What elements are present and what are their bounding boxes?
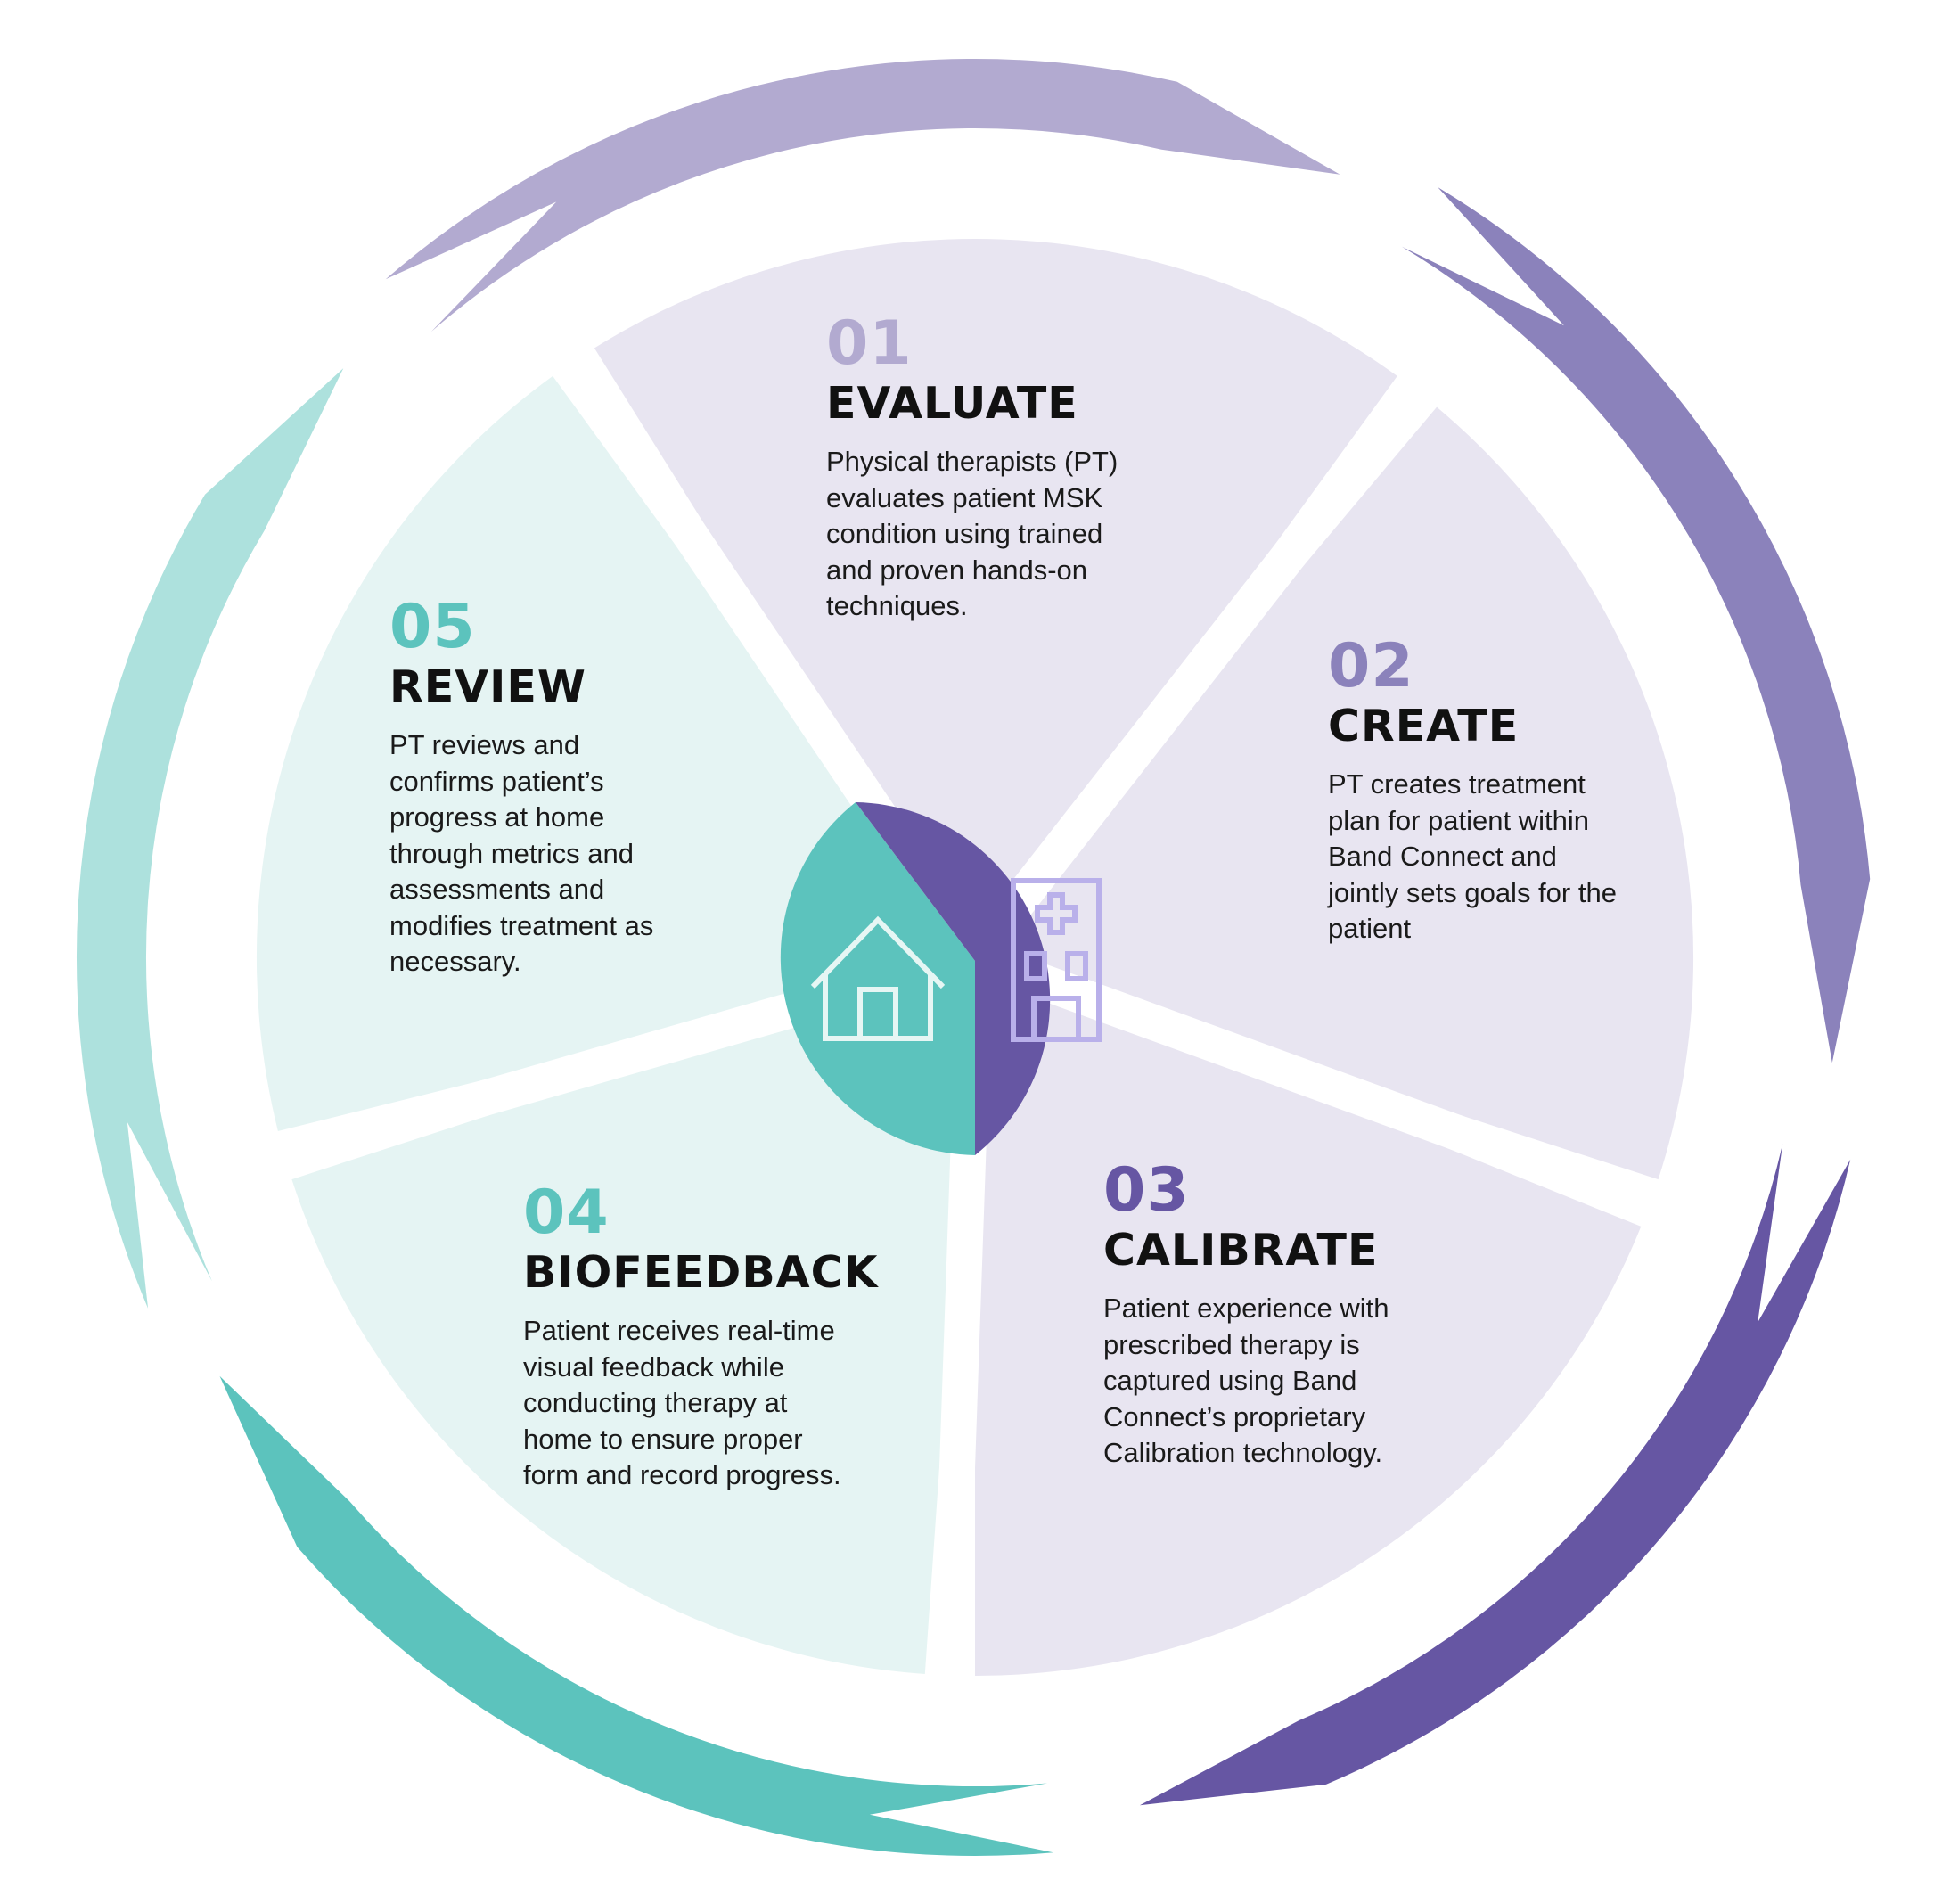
- step-calibrate: 03 CALIBRATE Patient experience with pre…: [1103, 1159, 1495, 1472]
- step-title: REVIEW: [389, 661, 586, 712]
- description-line: Patient receives real-time: [523, 1315, 835, 1346]
- step-biofeedback: 04 BIOFEEDBACK Patient receives real-tim…: [523, 1181, 933, 1494]
- step-description: Patient receives real-time visual feedba…: [523, 1313, 933, 1494]
- description-line: necessary.: [389, 946, 521, 977]
- description-line: Connect’s proprietary: [1103, 1400, 1366, 1432]
- description-line: confirms patient’s: [389, 765, 604, 797]
- step-number: 01: [826, 308, 913, 379]
- description-line: plan for patient within: [1328, 804, 1589, 836]
- step-description: Patient experience with prescribed thera…: [1103, 1291, 1495, 1472]
- sector-divider: [969, 940, 1665, 1223]
- description-line: through metrics and: [389, 837, 634, 869]
- cycle-arrow-01: [385, 58, 1340, 332]
- description-line: PT creates treatment: [1328, 768, 1586, 800]
- step-number: 05: [389, 592, 476, 662]
- hub-home-half: [780, 802, 975, 1155]
- hub-clinic-half: [856, 802, 1051, 1155]
- description-line: conducting therapy at: [523, 1387, 788, 1418]
- cycle-sector-01: [594, 238, 1397, 957]
- step-title: BIOFEEDBACK: [523, 1247, 879, 1298]
- description-line: PT reviews and: [389, 729, 580, 760]
- sector-divider: [961, 373, 1438, 969]
- description-line: evaluates patient MSK: [826, 481, 1103, 513]
- description-line: assessments and: [389, 874, 605, 905]
- cycle-arrow-04: [219, 1375, 1053, 1857]
- step-title: CALIBRATE: [1103, 1225, 1379, 1276]
- description-line: Band Connect and: [1328, 841, 1557, 872]
- step-description: Physical therapists (PT) evaluates patie…: [826, 444, 1218, 625]
- description-line: and proven hands-on: [826, 554, 1088, 586]
- center-hub: [780, 802, 1102, 1155]
- house-icon: [810, 915, 946, 1041]
- cycle-sector-04: [291, 957, 975, 1674]
- description-line: progress at home: [389, 801, 605, 833]
- cycle-sector-03: [975, 957, 1642, 1676]
- cycle-arrow-02: [1402, 187, 1871, 1063]
- step-create: 02 CREATE PT creates treatment plan for …: [1328, 635, 1684, 948]
- description-line: patient: [1328, 913, 1412, 944]
- description-line: form and record progress.: [523, 1459, 841, 1490]
- description-line: Calibration technology.: [1103, 1437, 1383, 1468]
- step-evaluate: 01 EVALUATE Physical therapists (PT) eva…: [826, 312, 1218, 625]
- cycle-sector-02: [975, 406, 1694, 1180]
- description-line: modifies treatment as: [389, 909, 654, 941]
- step-title: EVALUATE: [826, 378, 1078, 429]
- step-description: PT reviews and confirms patient’s progre…: [389, 727, 764, 981]
- cycle-arrows: [76, 58, 1871, 1857]
- description-line: prescribed therapy is: [1103, 1328, 1360, 1360]
- description-line: techniques.: [826, 590, 968, 621]
- step-number: 03: [1103, 1155, 1190, 1226]
- hospital-icon: [1011, 878, 1102, 1042]
- description-line: home to ensure proper: [523, 1423, 803, 1455]
- description-line: jointly sets goals for the: [1328, 876, 1617, 908]
- description-line: Patient experience with: [1103, 1293, 1389, 1324]
- step-description: PT creates treatment plan for patient wi…: [1328, 767, 1684, 948]
- step-number: 04: [523, 1178, 610, 1248]
- step-review: 05 REVIEW PT reviews and confirms patien…: [389, 595, 764, 981]
- cycle-arrow-03: [1139, 1144, 1851, 1806]
- cycle-arrow-05: [76, 368, 344, 1309]
- description-line: captured using Band: [1103, 1365, 1357, 1396]
- step-title: CREATE: [1328, 701, 1520, 751]
- description-line: Physical therapists (PT): [826, 446, 1118, 477]
- description-line: visual feedback while: [523, 1350, 784, 1383]
- step-number: 02: [1328, 631, 1414, 702]
- description-line: condition using trained: [826, 518, 1103, 549]
